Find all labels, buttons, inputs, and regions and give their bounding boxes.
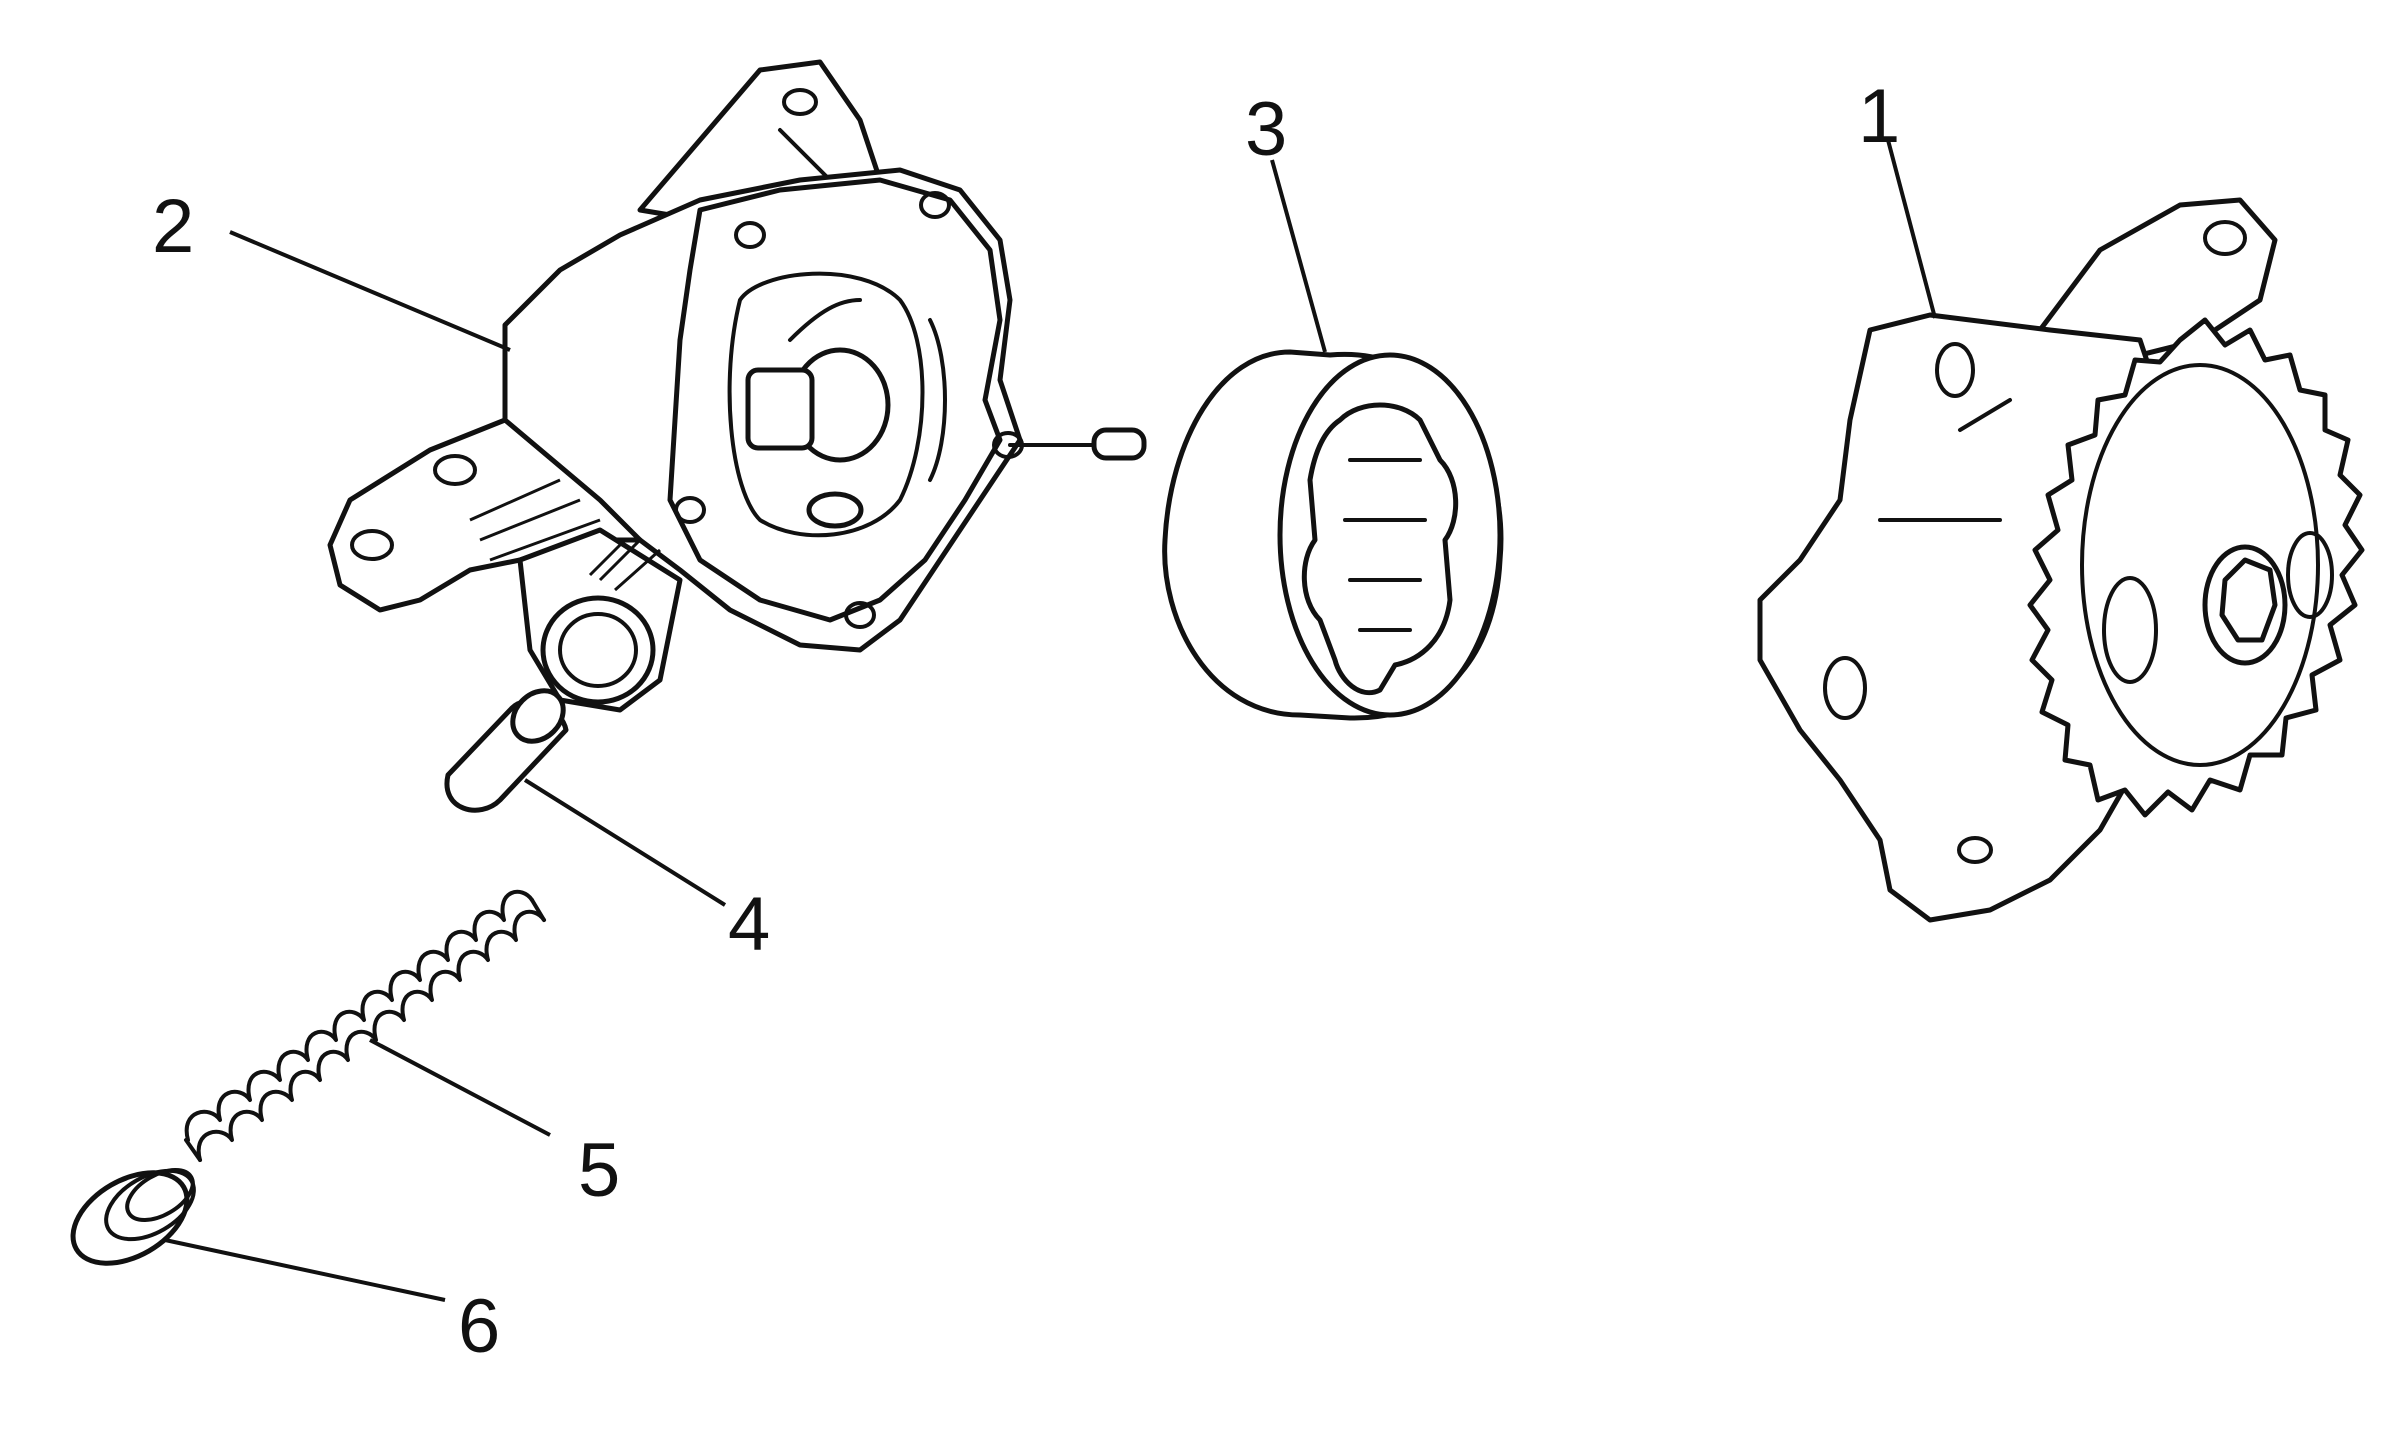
pump-housing-part-2 — [327, 59, 1024, 713]
callout-2: 2 — [152, 184, 194, 269]
dowel-pin — [1008, 427, 1147, 461]
leader-line-4 — [523, 778, 727, 907]
callout-1: 1 — [1858, 74, 1900, 159]
rotor-set-part-3 — [1162, 349, 1504, 721]
relief-valve-plug-part-6 — [70, 1168, 196, 1266]
relief-valve-piston-part-4 — [444, 688, 569, 813]
pump-cover-sprocket-part-1 — [1757, 197, 2365, 923]
leader-line-1 — [1886, 139, 1937, 319]
callout-4: 4 — [728, 882, 770, 967]
leader-line-5 — [369, 1038, 551, 1137]
callout-3: 3 — [1245, 87, 1287, 172]
leader-line-6 — [164, 1238, 446, 1302]
relief-valve-spring-part-5 — [184, 889, 546, 1162]
leader-line-2 — [229, 230, 511, 352]
leader-line-3 — [1270, 159, 1327, 353]
callout-5: 5 — [578, 1128, 620, 1213]
callout-6: 6 — [458, 1284, 500, 1369]
